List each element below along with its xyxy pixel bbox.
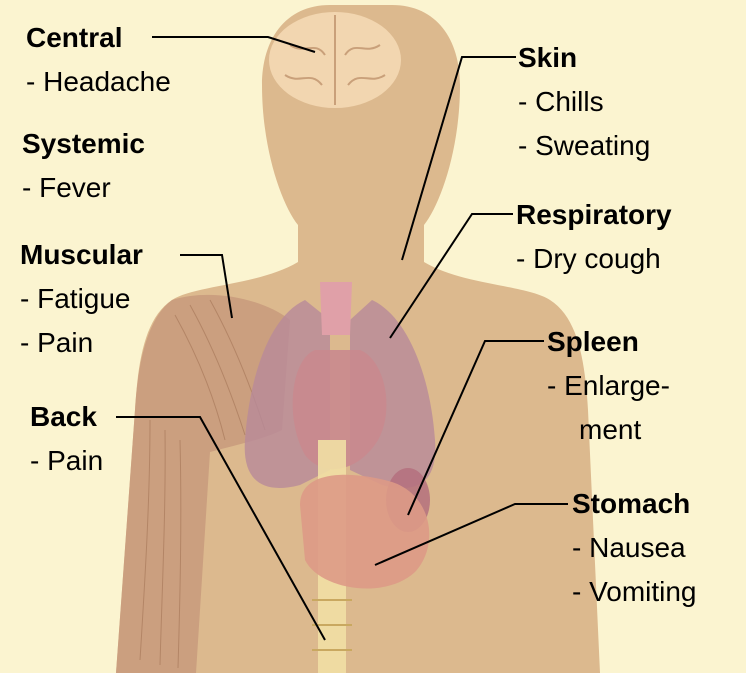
label-respiratory: Respiratory Dry cough: [516, 193, 672, 281]
trachea: [320, 282, 352, 335]
label-systemic-item: Fever: [22, 166, 145, 210]
label-stomach-item: Nausea: [572, 526, 697, 570]
label-spleen-continuation: ment: [547, 408, 670, 452]
label-central-title: Central: [26, 16, 171, 60]
label-muscular: Muscular Fatigue Pain: [20, 233, 143, 365]
label-stomach: Stomach Nausea Vomiting: [572, 482, 697, 614]
label-skin-item: Chills: [518, 80, 650, 124]
label-systemic-title: Systemic: [22, 122, 145, 166]
label-skin-item: Sweating: [518, 124, 650, 168]
stomach: [300, 475, 429, 589]
label-skin-title: Skin: [518, 36, 650, 80]
label-skin: Skin Chills Sweating: [518, 36, 650, 168]
label-stomach-item: Vomiting: [572, 570, 697, 614]
label-back-title: Back: [30, 395, 103, 439]
label-central: Central Headache: [26, 16, 171, 104]
label-central-item: Headache: [26, 60, 171, 104]
label-respiratory-item: Dry cough: [516, 237, 672, 281]
label-back-item: Pain: [30, 439, 103, 483]
label-stomach-title: Stomach: [572, 482, 697, 526]
label-systemic: Systemic Fever: [22, 122, 145, 210]
label-back: Back Pain: [30, 395, 103, 483]
label-spleen: Spleen Enlarge- ment: [547, 320, 670, 452]
label-spleen-item: Enlarge-: [547, 364, 670, 408]
label-muscular-item: Pain: [20, 321, 143, 365]
label-muscular-item: Fatigue: [20, 277, 143, 321]
label-muscular-title: Muscular: [20, 233, 143, 277]
label-spleen-title: Spleen: [547, 320, 670, 364]
label-respiratory-title: Respiratory: [516, 193, 672, 237]
